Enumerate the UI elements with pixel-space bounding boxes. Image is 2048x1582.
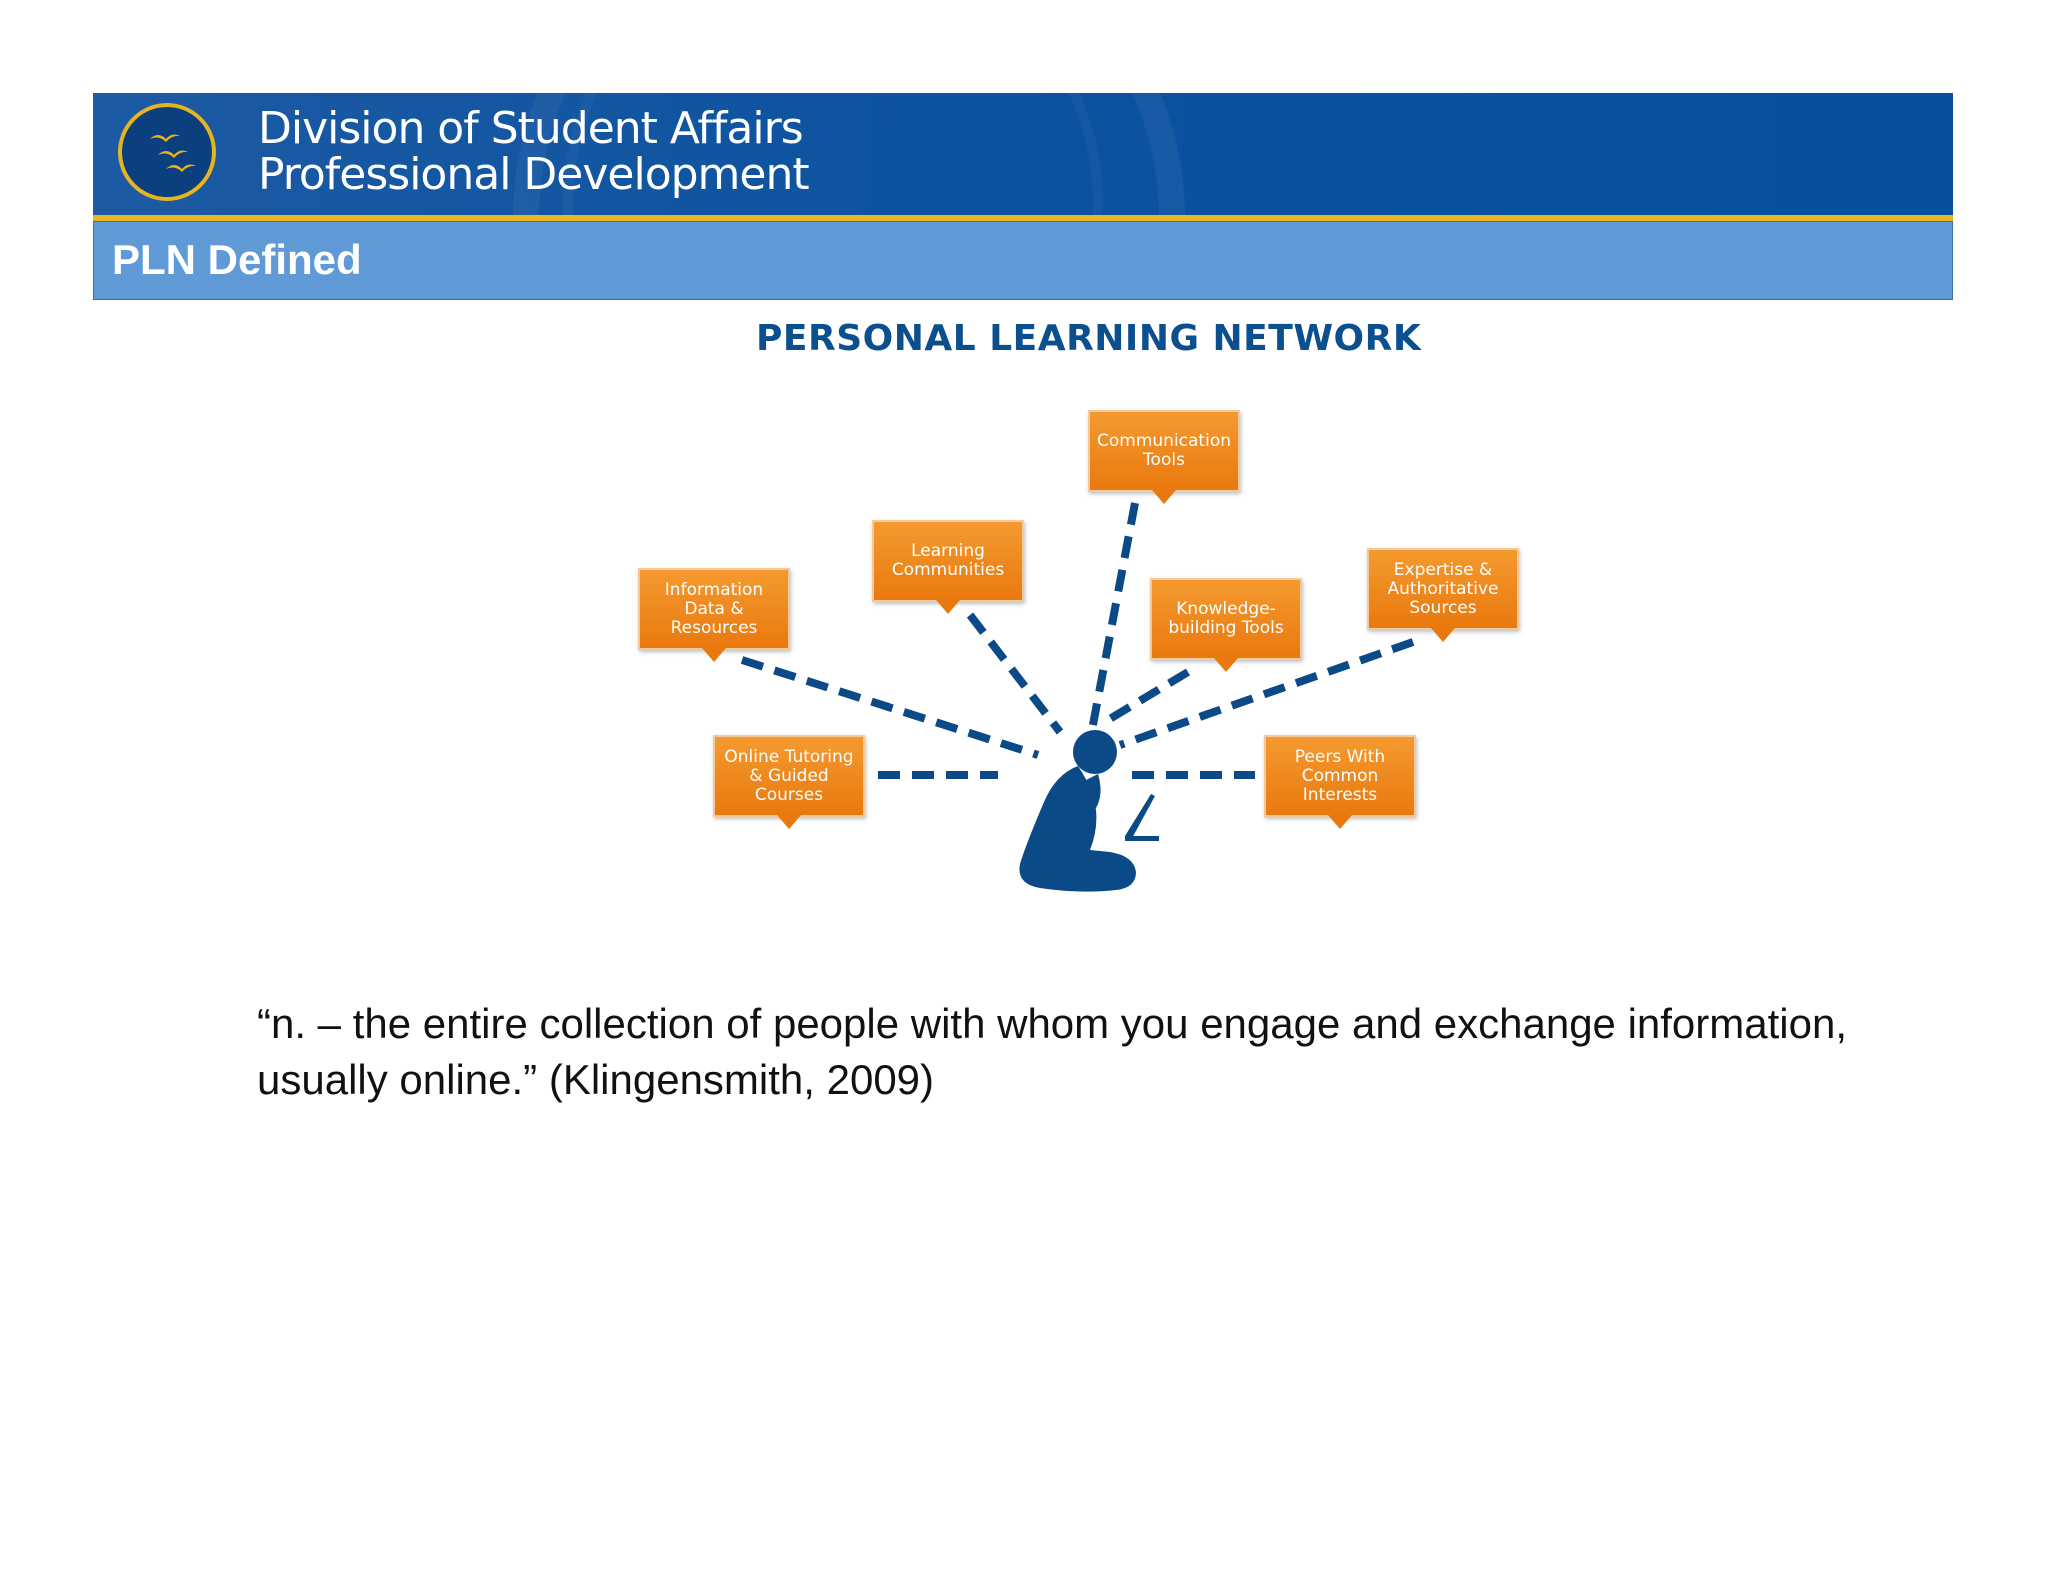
header-banner: Division of Student Affairs Professional… xyxy=(93,93,1953,217)
slide-title: PLN Defined xyxy=(112,236,362,283)
node-learning-communities: Learning Communities xyxy=(872,520,1024,614)
gold-divider xyxy=(93,215,1953,221)
node-label: Peers With Common Interests xyxy=(1294,746,1386,805)
node-knowledge-building-tools: Knowledge- building Tools xyxy=(1150,578,1302,672)
node-expertise-authoritative-sources: Expertise & Authoritative Sources xyxy=(1367,548,1519,642)
node-label: Knowledge- building Tools xyxy=(1168,599,1284,638)
connector-information xyxy=(740,656,1040,759)
node-label: Communication Tools xyxy=(1097,431,1231,470)
node-peers-common-interests: Peers With Common Interests xyxy=(1264,735,1416,829)
node-label: Learning Communities xyxy=(891,541,1005,580)
header-title-line2: Professional Development xyxy=(258,149,810,200)
node-label: Online Tutoring & Guided Courses xyxy=(724,746,854,805)
connector-communication xyxy=(1088,502,1139,731)
node-communication-tools: Communication Tools xyxy=(1088,410,1240,504)
connector-lines xyxy=(740,502,1415,892)
connector-learning xyxy=(966,612,1064,735)
header-title-line1: Division of Student Affairs xyxy=(258,103,804,154)
node-online-tutoring: Online Tutoring & Guided Courses xyxy=(713,735,865,829)
pln-diagram: Communication Tools Learning Communities… xyxy=(620,390,1540,910)
seal-watermark-inner xyxy=(563,93,1103,217)
definition-quote: “n. – the entire collection of people wi… xyxy=(257,1000,1848,1103)
diagram-title: PERSONAL LEARNING NETWORK xyxy=(756,318,1422,359)
birds-logo-icon xyxy=(118,103,216,201)
person-with-laptop-icon xyxy=(1019,730,1159,892)
node-label: Information Data & Resources xyxy=(664,579,764,638)
node-label: Expertise & Authoritative Sources xyxy=(1387,559,1499,618)
node-information-data-resources: Information Data & Resources xyxy=(638,568,790,662)
title-bar: PLN Defined xyxy=(93,221,1953,300)
connector-expertise xyxy=(1118,638,1415,749)
connector-knowledge xyxy=(1105,668,1191,724)
